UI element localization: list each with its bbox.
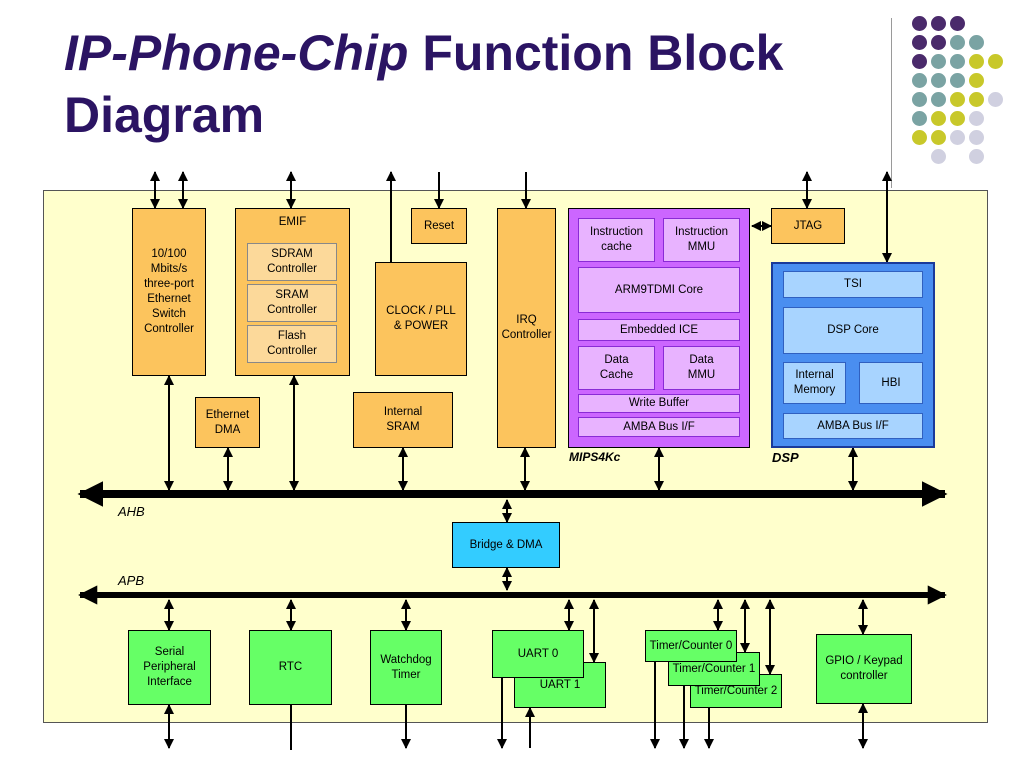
internal-sram: Internal SRAM [353, 392, 453, 448]
bridge-dma: Bridge & DMA [452, 522, 560, 568]
title-line2: Diagram [64, 87, 265, 143]
decor-dot [950, 54, 965, 69]
timer-counter-1: Timer/Counter 1 [668, 652, 760, 686]
hbi-block: HBI [859, 362, 923, 404]
decor-dot [912, 54, 927, 69]
decor-dot [950, 92, 965, 107]
dsp-core: DSP Core [783, 307, 923, 354]
emif-label: EMIF [278, 216, 307, 228]
irq-controller: IRQ Controller [497, 208, 556, 448]
sdram-controller: SDRAM Controller [247, 243, 337, 281]
decor-dot [912, 35, 927, 50]
decor-dot [931, 149, 946, 164]
title-divider [891, 18, 892, 188]
decor-dot [931, 130, 946, 145]
reset-block: Reset [411, 208, 467, 244]
serial-peripheral-interface: Serial Peripheral Interface [128, 630, 211, 705]
timer-counter-2: Timer/Counter 2 [690, 674, 782, 708]
decor-dot [912, 16, 927, 31]
apb-label: APB [118, 573, 145, 588]
decor-dot [931, 54, 946, 69]
rtc-block: RTC [249, 630, 332, 705]
data-mmu: Data MMU [663, 346, 740, 390]
decor-dot [950, 73, 965, 88]
decor-dot [969, 54, 984, 69]
ethernet-dma: Ethernet DMA [195, 397, 260, 448]
decor-dot [931, 73, 946, 88]
data-cache: Data Cache [578, 346, 655, 390]
decor-dot [931, 35, 946, 50]
embedded-ice: Embedded ICE [578, 319, 740, 341]
decor-dot [969, 130, 984, 145]
mips-amba-bus-if: AMBA Bus I/F [578, 417, 740, 437]
sram-controller: SRAM Controller [247, 284, 337, 322]
dsp-amba-bus-if: AMBA Bus I/F [783, 413, 923, 439]
flash-controller: Flash Controller [247, 325, 337, 363]
decor-dot [950, 111, 965, 126]
decor-dot [931, 16, 946, 31]
watchdog-timer: Watchdog Timer [370, 630, 442, 705]
decor-dot [950, 130, 965, 145]
decor-dot [950, 35, 965, 50]
decor-dot [912, 111, 927, 126]
jtag-block: JTAG [771, 208, 845, 244]
ethernet-switch-controller: 10/100 Mbits/s three-port Ethernet Switc… [132, 208, 206, 376]
instruction-mmu: Instruction MMU [663, 218, 740, 262]
title-chip-name: IP-Phone-Chip [64, 25, 409, 81]
arm9tdmi-core: ARM9TDMI Core [578, 267, 740, 313]
clock-pll-power-block: CLOCK / PLL & POWER [375, 262, 467, 376]
instruction-cache: Instruction cache [578, 218, 655, 262]
decor-dot [969, 92, 984, 107]
decor-dot [912, 130, 927, 145]
write-buffer: Write Buffer [578, 394, 740, 413]
decor-dot [969, 149, 984, 164]
decor-dot [950, 16, 965, 31]
tsi-block: TSI [783, 271, 923, 298]
uart-0: UART 0 [492, 630, 584, 678]
decor-dot [969, 111, 984, 126]
decor-dot [931, 111, 946, 126]
internal-memory: Internal Memory [783, 362, 846, 404]
decor-dot [969, 35, 984, 50]
decor-dot [931, 92, 946, 107]
gpio-keypad-controller: GPIO / Keypad controller [816, 634, 912, 704]
title-rest: Function Block [422, 25, 784, 81]
timer-counter-0: Timer/Counter 0 [645, 630, 737, 662]
decor-dot [988, 92, 1003, 107]
mips-label: MIPS4Kc [569, 450, 621, 464]
page-title: IP-Phone-Chip Function Block Diagram [64, 22, 783, 146]
decor-dot [988, 54, 1003, 69]
ahb-label: AHB [118, 504, 145, 519]
decor-dot [912, 73, 927, 88]
decor-dot [912, 92, 927, 107]
dsp-label: DSP [772, 450, 799, 465]
decor-dot [969, 73, 984, 88]
